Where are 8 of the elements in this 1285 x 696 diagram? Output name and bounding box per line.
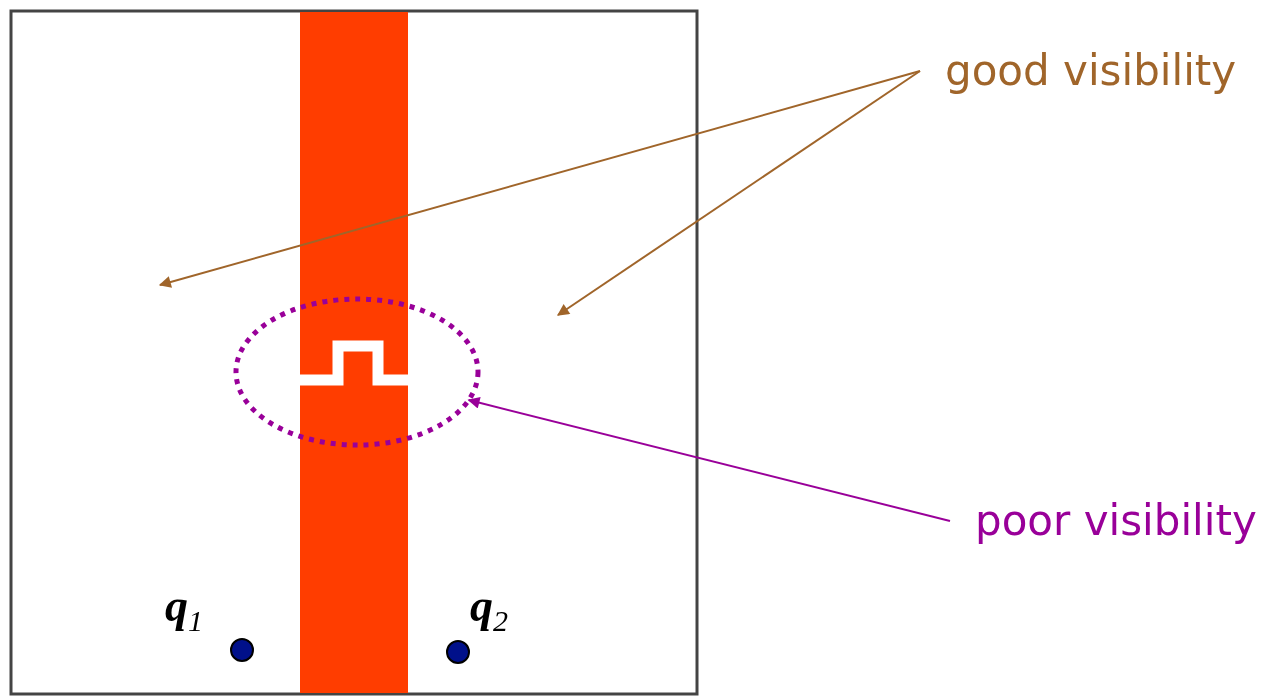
leader-line [158,70,921,288]
dotted-ellipse [233,296,481,448]
callout-text: poor visibility [975,500,1257,542]
leader-line [557,70,921,316]
point-label: q$_{1}$ [165,583,203,637]
leader-line [467,396,951,522]
callout-text: good visibility [945,50,1237,92]
point-label: q$_{2}$ [470,583,508,637]
